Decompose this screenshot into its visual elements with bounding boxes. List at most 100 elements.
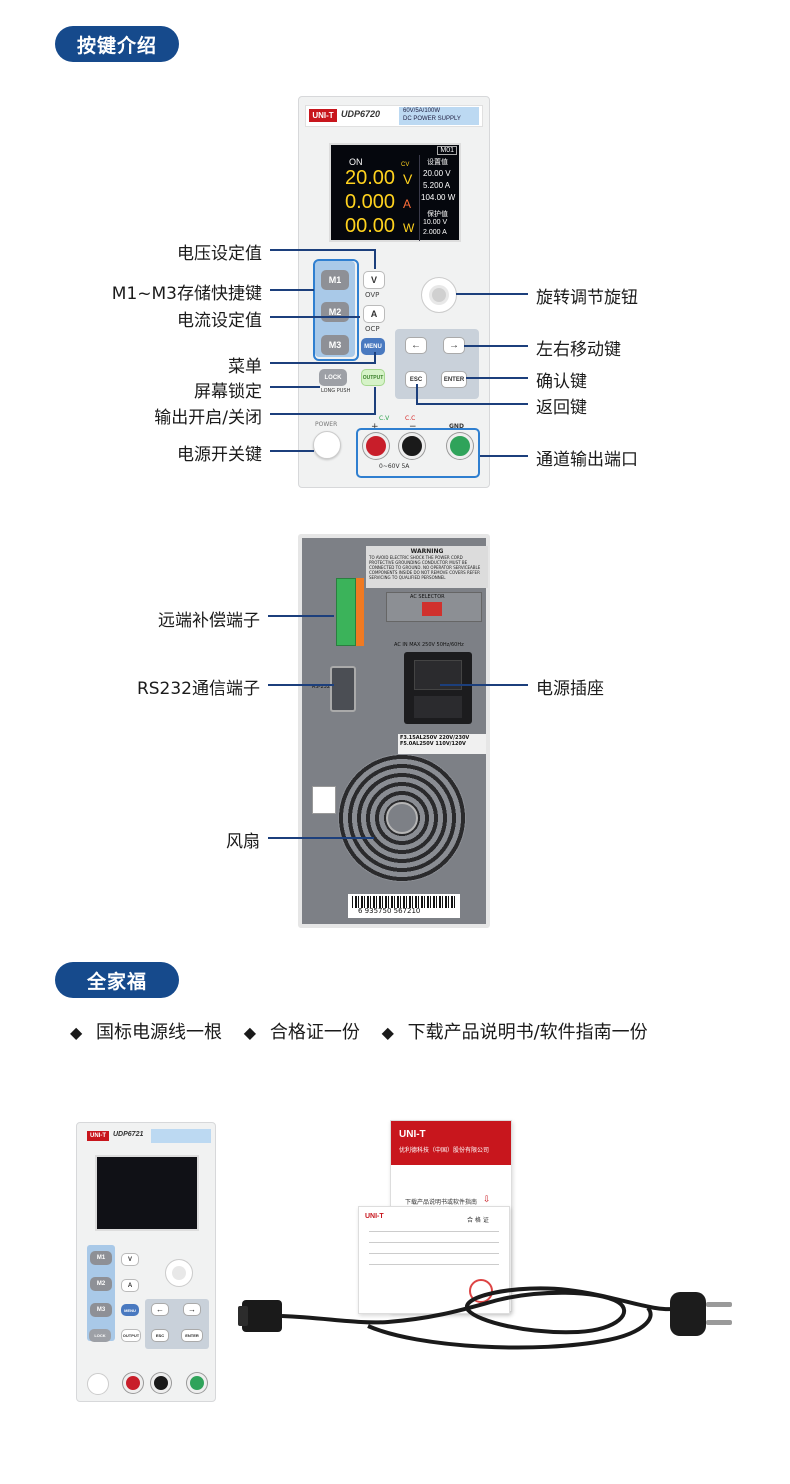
connector-menu-v (374, 352, 376, 364)
cert-logo: UNI-T (365, 1213, 384, 1220)
rs232-label: RS-232 (312, 684, 330, 690)
lcd-state: ON (349, 157, 363, 167)
menu-button[interactable]: MENU (361, 338, 385, 355)
pkg-lock-button[interactable]: LOCK (89, 1329, 111, 1342)
voltage-set-button[interactable]: V (363, 271, 385, 289)
ac-in-label: AC IN MAX 250V 50Hz/60Hz (394, 642, 464, 648)
lcd-cv: CV (401, 162, 410, 168)
spec-line-2: DC POWER SUPPLY (403, 116, 461, 122)
pkg-spec-badge (151, 1129, 211, 1143)
lcd-mem: M01 (437, 146, 457, 155)
cert-table (369, 1231, 499, 1275)
pkg-gnd-terminal[interactable] (187, 1373, 207, 1393)
cord-iec-socket (238, 1306, 248, 1326)
lcd-prot-v: 10.00 V (423, 219, 448, 226)
connector-back (416, 403, 528, 405)
connector-memory-keys (270, 289, 314, 291)
fuse-line-1: F3.15AL250V 220V/230V (400, 735, 470, 741)
label-remote-sense: 远端补偿端子 (158, 611, 260, 631)
connector-output-toggle-v (374, 387, 376, 415)
fuse-line-2: F5.0AL250V 110V/120V (400, 741, 466, 747)
rs232-port[interactable] (330, 666, 356, 712)
pkg-m2-button[interactable]: M2 (90, 1277, 112, 1291)
cord-cable (281, 1286, 679, 1335)
lcd-power: 00.00 (345, 215, 396, 237)
lcd-prot-a: 2.000 A (423, 229, 447, 236)
m3-button[interactable]: M3 (321, 335, 349, 355)
lcd-set-a: 5.200 A (423, 181, 451, 190)
connector-output-port (480, 455, 528, 457)
output-button[interactable]: OUTPUT (361, 369, 385, 386)
barcode-bars (352, 896, 456, 908)
left-arrow-button[interactable]: ← (405, 337, 427, 354)
connector-rs232-port (268, 684, 334, 686)
gnd-terminal[interactable] (447, 433, 473, 459)
plus-label: + (371, 422, 379, 432)
remote-sense-terminal[interactable] (336, 578, 356, 646)
pkg-model-name: UDP6721 (113, 1131, 144, 1138)
power-label: POWER (315, 421, 338, 428)
lcd-power-unit: W (403, 221, 415, 235)
cert-title: 合 格 证 (467, 1217, 489, 1224)
label-back: 返回键 (536, 398, 587, 418)
lock-button[interactable]: LOCK (319, 369, 347, 386)
package-item: 国标电源线一根 (96, 1022, 223, 1043)
cord-plug-pin-1 (706, 1302, 732, 1307)
pkg-menu-button[interactable]: MENU (121, 1304, 139, 1316)
fan-hub (386, 802, 418, 834)
front-panel: UNI-T UDP6720 60V/5A/100W DC POWER SUPPL… (298, 96, 490, 488)
connector-confirm (466, 377, 528, 379)
pkg-v-button[interactable]: V (121, 1253, 139, 1266)
right-arrow-button[interactable]: → (443, 337, 465, 354)
power-cord (238, 1286, 732, 1350)
power-switch[interactable] (313, 431, 341, 459)
cv-indicator: C.V (379, 415, 390, 422)
barcode-number: 6 935750 567210 (358, 907, 421, 915)
warning-label: WARNING TO AVOID ELECTRIC SHOCK THE POWE… (366, 546, 488, 588)
label-memory-keys: M1~M3存储快捷键 (111, 284, 262, 304)
lcd-voltage-unit: V (403, 171, 413, 187)
gnd-label: GND (449, 423, 464, 430)
connector-voltage-set-v (374, 249, 376, 269)
pkg-left-arrow-button[interactable]: ← (151, 1303, 169, 1316)
pkg-negative-terminal[interactable] (151, 1373, 171, 1393)
lcd-set-w: 104.00 W (421, 193, 456, 202)
negative-terminal[interactable] (399, 433, 425, 459)
section-title-keys: 按键介绍 (55, 26, 179, 62)
package-item: 下载产品说明书/软件指南一份 (407, 1022, 648, 1043)
package-list: ◆ 国标电源线一根 ◆ 合格证一份 ◆ 下载产品说明书/软件指南一份 (70, 1018, 770, 1044)
pkg-esc-button[interactable]: ESC (151, 1329, 169, 1342)
remote-sense-clips (356, 578, 364, 646)
connector-knob (456, 293, 528, 295)
label-fan: 风扇 (226, 832, 260, 852)
m1-button[interactable]: M1 (321, 270, 349, 290)
pkg-positive-terminal[interactable] (123, 1373, 143, 1393)
fuse-label: F3.15AL250V 220V/230V F5.0AL250V 110V/12… (398, 734, 486, 754)
range-label: 0~60V 5A (379, 463, 410, 470)
ocp-label: OCP (365, 325, 380, 333)
connector-output-toggle (270, 413, 376, 415)
connector-current-set (270, 316, 360, 318)
memory-highlight (313, 259, 359, 361)
connector-lr-keys (464, 345, 528, 347)
positive-terminal[interactable] (363, 433, 389, 459)
knob-center (432, 288, 446, 302)
current-set-button[interactable]: A (363, 305, 385, 323)
ac-selector-switch[interactable] (422, 602, 442, 616)
pkg-output-button[interactable]: OUTPUT (121, 1329, 141, 1342)
output-highlight (356, 428, 480, 478)
label-output-port: 通道输出端口 (536, 450, 638, 470)
enter-button[interactable]: ENTER (441, 371, 467, 388)
pkg-a-button[interactable]: A (121, 1279, 139, 1292)
pkg-brand-logo: UNI-T (87, 1131, 109, 1141)
label-current-set: 电流设定值 (177, 311, 262, 331)
brand-logo: UNI-T (309, 109, 337, 122)
pkg-knob[interactable] (165, 1259, 193, 1287)
pkg-enter-button[interactable]: ENTER (181, 1329, 203, 1342)
pkg-m3-button[interactable]: M3 (90, 1303, 112, 1317)
pkg-m1-button[interactable]: M1 (90, 1251, 112, 1265)
lcd-voltage: 20.00 (345, 167, 396, 189)
pkg-power-switch[interactable] (87, 1373, 109, 1395)
cord-cable-loop (367, 1306, 653, 1350)
pkg-right-arrow-button[interactable]: → (183, 1303, 201, 1316)
